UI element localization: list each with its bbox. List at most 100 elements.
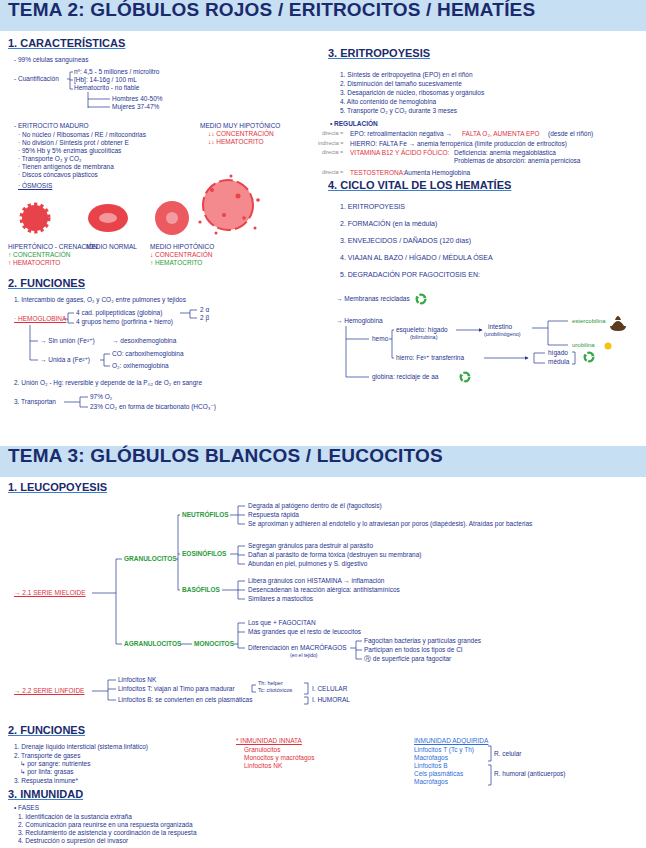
- note-text: Similares a mastocitos: [248, 596, 313, 603]
- note-text: Hombres 40-50%: [112, 96, 163, 103]
- note-text: ↳ por sangre: nutrientes: [20, 761, 90, 768]
- note-text: Linfocitos B: se convierten en cels plas…: [118, 697, 252, 704]
- note-text: Diferenciación en MACRÓFAGOS: [248, 645, 347, 652]
- note-text: I. CELULAR: [312, 686, 347, 693]
- note-text: Macrófagos: [414, 779, 448, 786]
- note-text: R. celular: [494, 751, 521, 758]
- note-text: 97% O₂: [90, 394, 112, 401]
- note-text: 3. Desaparición de núcleo, ribosomas y o…: [340, 90, 484, 97]
- section-heading: 4. CICLO VITAL DE LOS HEMATÍES: [328, 180, 511, 191]
- note-text: 23% CO₂ en forma de bicarbonato (HCO₃⁻): [90, 404, 216, 411]
- note-text: EOSINÓFILOS: [182, 551, 226, 558]
- bracket-lines: [30, 72, 575, 785]
- note-text: hígado: [548, 350, 568, 357]
- note-text: Th: helper: [258, 681, 283, 687]
- note-text: - 99% células sanguíneas: [14, 57, 88, 64]
- note-text: MEDIO MUY HIPOTÓNICO: [200, 123, 280, 130]
- note-text: Abundan en piel, pulmones y S. digestivo: [248, 561, 367, 568]
- note-text: indirecta =: [318, 141, 344, 147]
- note-text: Granulocitos: [244, 747, 281, 754]
- note-text: ↓↓ CONCENTRACIÓN: [208, 131, 274, 138]
- note-text: MEDIO NORMAL: [86, 244, 137, 251]
- note-text: R. humoral (anticuerpos): [494, 771, 566, 778]
- note-text: ↓ CONCENTRACIÓN: [150, 252, 212, 259]
- note-text: esqueleto: hígado: [396, 327, 448, 334]
- section-heading: 3. ERITROPOYESIS: [328, 48, 430, 59]
- note-text: HIPERTÓNICO - CRENACIÓN: [8, 244, 98, 251]
- note-text: 5. DEGRADACIÓN POR FAGOCITOSIS EN:: [340, 271, 480, 278]
- note-text: O₂: oxihemoglobina: [112, 363, 169, 370]
- note-text: hierro: Fe³⁺ transferrina: [396, 355, 464, 362]
- note-text: 2. Unión O₂ - Hg: reversible y depende d…: [14, 380, 202, 387]
- note-text: Fagocitan bacterias y partículas grandes: [364, 638, 481, 645]
- note-text: · No división / Síntesis prot / obtener …: [18, 140, 129, 147]
- note-text: ↑ CONCENTRACIÓN: [8, 252, 70, 259]
- section-heading: 3. INMUNIDAD: [8, 789, 83, 800]
- note-text: - Cuantificación: [14, 76, 59, 83]
- note-text: Ⓡ de superficie para fagocitar: [364, 656, 451, 663]
- note-text: 2 β: [200, 315, 209, 322]
- note-text: · No núcleo / Ribosomas / RE / mitocondr…: [18, 132, 146, 139]
- note-text: intestino: [488, 324, 512, 331]
- note-text: * INMUNIDAD INNATA: [236, 738, 302, 745]
- note-text: Participan en todos los tipos de CI: [364, 647, 463, 654]
- note-text: · 95% Hb y 5% enzimas glucolíticas: [18, 148, 121, 155]
- note-text: 1. Síntesis de eritropoyetina (EPO) en e…: [340, 72, 473, 79]
- note-text: INMUNIDAD ADQUIRIDA: [414, 738, 488, 745]
- note-text: • REGULACIÓN: [330, 121, 378, 128]
- note-text: 4 cad. polipeptídicas (globina): [76, 310, 162, 317]
- note-text: → 2.1 SERIE MIELOIDE: [14, 590, 86, 597]
- note-text: · Tienen antígenos de membrana: [18, 164, 114, 171]
- note-text: 2. FORMACIÓN (en la médula): [340, 220, 437, 227]
- section-heading: 1. CARACTERÍSTICAS: [8, 38, 125, 49]
- note-text: Libera gránulos con HISTAMINA → inflamac…: [248, 578, 384, 585]
- note-text: nº: 4,5 - 5 millones / microlitro: [74, 69, 159, 76]
- note-text: Macrófagos: [414, 755, 448, 762]
- note-text: Linfocitos B: [414, 763, 448, 770]
- note-text: VITAMINA B12 Y ÁCIDO FÓLICO:: [350, 150, 449, 157]
- note-text: Tc: citotóxicos: [258, 688, 292, 694]
- note-text: Hematocrito - no fiable: [74, 85, 139, 92]
- note-text: 2. Disminución del tamaño sucesivamente: [340, 81, 462, 88]
- note-text: ↑ HEMATOCRITO: [150, 260, 202, 267]
- note-text: HIERRO: FALTA Fe → anemia ferropénica (l…: [350, 141, 567, 148]
- note-text: estercobilina: [572, 318, 606, 324]
- note-text: Dañan al parásito de forma tóxica (destr…: [248, 552, 421, 559]
- note-text: Respuesta rápida: [248, 512, 299, 519]
- note-text: Aumenta Hemoglobina: [404, 170, 470, 177]
- section-heading: 2. FUNCIONES: [8, 725, 85, 736]
- note-text: 3. ENVEJECIDOS / DAÑADOS (120 días): [340, 237, 471, 244]
- note-text: 4. VIAJAN AL BAZO / HÍGADO / MÉDULA ÓSEA: [340, 254, 493, 261]
- note-text: 1. ERITROPOYESIS: [340, 203, 405, 210]
- cell-illustrations: [22, 175, 260, 236]
- note-text: Problemas de absorción: anemia pernicios…: [454, 158, 580, 165]
- title-band: TEMA 2: GLÓBULOS ROJOS / ERITROCITOS / H…: [0, 0, 646, 31]
- note-text: (urobilinógeno): [484, 332, 521, 338]
- note-text: [Hb]: 14-16g / 100 mL: [74, 77, 137, 84]
- note-text: Más grandes que el resto de leucocitos: [248, 629, 361, 636]
- note-text: 1. Identificación de la sustancia extrañ…: [18, 814, 132, 821]
- note-text: 2. Comunicación para reunirse en una res…: [18, 822, 193, 829]
- band-heading: TEMA 3: GLÓBULOS BLANCOS / LEUCOCITOS: [0, 446, 646, 467]
- note-text: Linfocitos T: viajan al Timo para madura…: [118, 686, 235, 693]
- poop-icon: [610, 316, 626, 331]
- note-text: → Membranas recicladas: [336, 296, 410, 303]
- note-text: Deficiencia: anemia megaloblástica: [454, 150, 556, 157]
- note-text: 2 α: [200, 307, 209, 314]
- section-heading: 1. LEUCOPOYESIS: [8, 482, 107, 493]
- note-text: 5. Transporte O₂ y CO₂ durante 3 meses: [340, 108, 457, 115]
- note-text: CO: carboxihemoglobina: [112, 351, 184, 358]
- note-text: Segregan gránulos para destruir al parás…: [248, 543, 373, 550]
- note-text: BASÓFILOS: [182, 587, 220, 594]
- note-text: Monocitos y macrófagos: [244, 755, 314, 762]
- note-text: → desoxihemoglobina: [112, 338, 176, 345]
- note-text: MONOCITOS: [194, 641, 234, 648]
- note-text: Cels plasmáticas: [414, 771, 463, 778]
- note-text: directa =: [322, 150, 343, 156]
- recycle-icon: [584, 353, 595, 363]
- note-text: → 2.2 SERIE LINFOIDE: [14, 688, 84, 695]
- note-text: directa =: [322, 131, 343, 137]
- note-text: AGRANULOCITOS: [124, 641, 181, 648]
- note-text: ↑ HEMATOCRITO: [8, 260, 60, 267]
- note-text: 3. Transportan: [14, 399, 56, 406]
